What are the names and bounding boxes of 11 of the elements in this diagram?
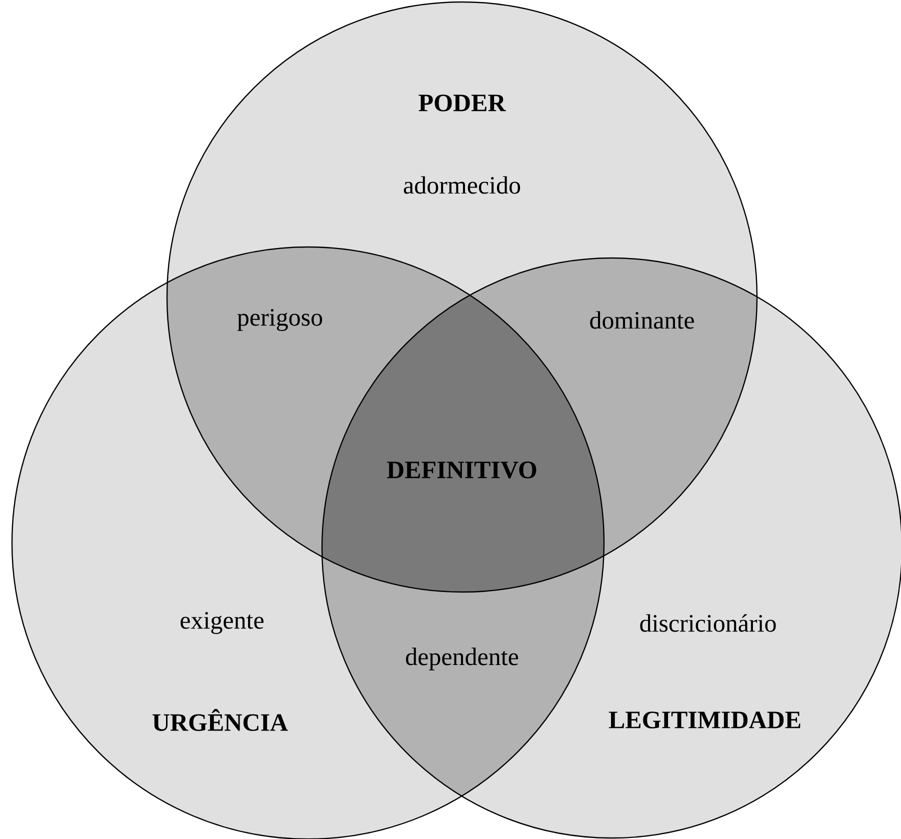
region-label: dominante bbox=[590, 311, 694, 329]
region-label: perigoso bbox=[237, 309, 322, 331]
circle-heading: LEGITIMIDADE bbox=[608, 712, 800, 728]
region-label: exigente bbox=[180, 612, 264, 634]
circle-heading: URGÊNCIA bbox=[152, 709, 288, 731]
region-label: dependente bbox=[406, 648, 518, 670]
circle-heading: PODER bbox=[418, 94, 506, 112]
intersection-heading: DEFINITIVO bbox=[387, 462, 536, 478]
region-label: adormecido bbox=[404, 176, 520, 194]
circle bbox=[166, 1, 758, 593]
region-label: discricionário bbox=[640, 614, 776, 632]
